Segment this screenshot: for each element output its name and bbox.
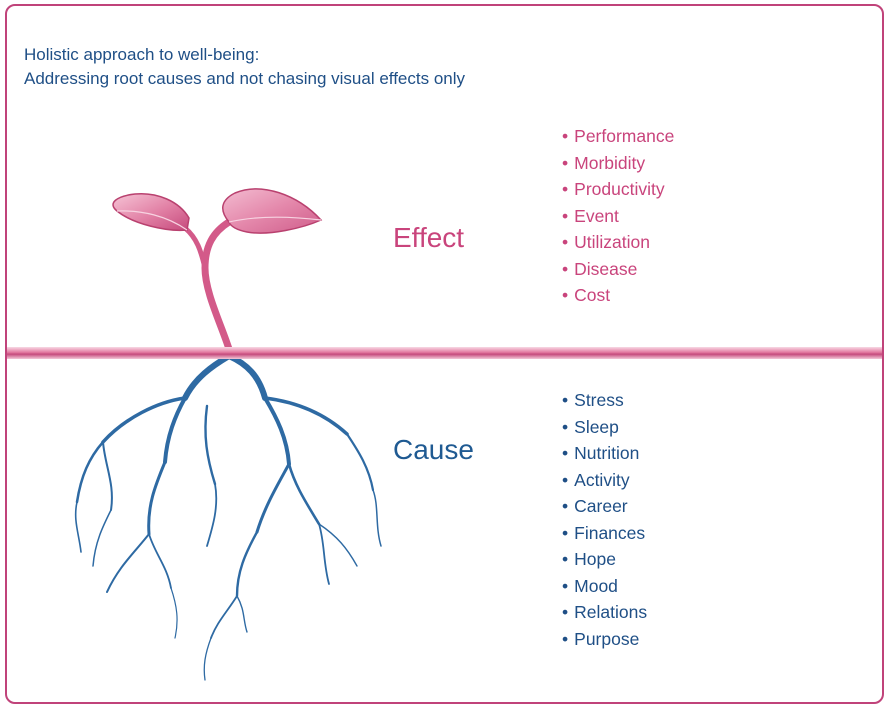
roots-icon [76, 356, 381, 680]
cause-list: Stress Sleep Nutrition Activity Career F… [562, 387, 647, 652]
list-item: Event [562, 203, 674, 230]
ground-line [7, 347, 882, 359]
list-item: Activity [562, 467, 647, 494]
list-item: Sleep [562, 414, 647, 441]
list-item: Hope [562, 546, 647, 573]
list-item: Utilization [562, 229, 674, 256]
diagram-frame: Holistic approach to well-being: Address… [5, 4, 884, 704]
list-item: Career [562, 493, 647, 520]
list-item: Morbidity [562, 150, 674, 177]
plant-sprout-icon [113, 189, 321, 349]
cause-label: Cause [393, 434, 474, 466]
list-item: Mood [562, 573, 647, 600]
list-item: Productivity [562, 176, 674, 203]
list-item: Stress [562, 387, 647, 414]
effect-list: Performance Morbidity Productivity Event… [562, 123, 674, 309]
effect-label: Effect [393, 222, 464, 254]
list-item: Performance [562, 123, 674, 150]
list-item: Nutrition [562, 440, 647, 467]
list-item: Disease [562, 256, 674, 283]
list-item: Cost [562, 282, 674, 309]
list-item: Purpose [562, 626, 647, 653]
list-item: Finances [562, 520, 647, 547]
list-item: Relations [562, 599, 647, 626]
